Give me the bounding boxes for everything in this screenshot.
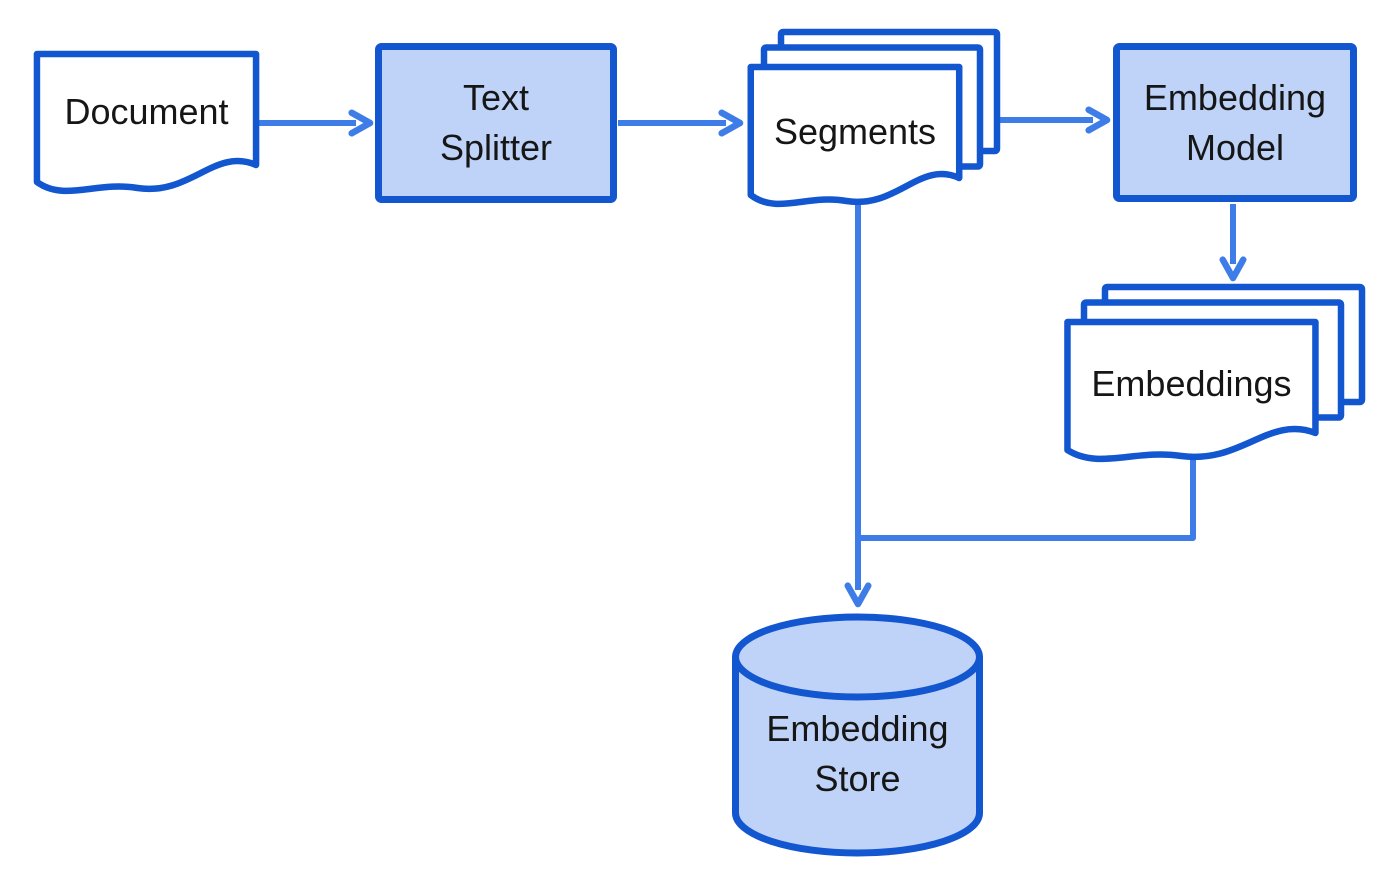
embeddings-front-page (1067, 322, 1315, 459)
node-document-shape (37, 54, 256, 191)
node-embeddings-shape (1067, 283, 1366, 459)
node-embedding-model-shape (1113, 43, 1357, 202)
cylinder-top (732, 613, 983, 701)
segments-front-page (751, 67, 959, 204)
cylinder-body (732, 657, 983, 857)
node-embedding-store-shape (732, 613, 983, 857)
node-text-splitter-shape (375, 43, 617, 203)
edge-embeddings-to-junction (861, 450, 1196, 541)
node-segments-shape (751, 28, 1001, 204)
